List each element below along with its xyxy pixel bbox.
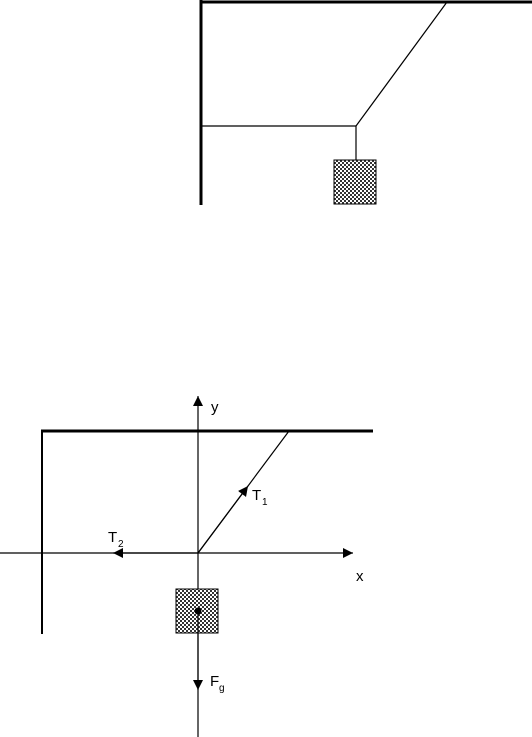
t1-vector-arrow bbox=[198, 486, 248, 553]
t1-label: T bbox=[252, 487, 261, 504]
fg-subscript: g bbox=[219, 683, 225, 694]
hanging-mass bbox=[334, 160, 376, 204]
angled-rope bbox=[356, 2, 447, 126]
free-body-diagram: y x T 1 T 2 F g bbox=[0, 396, 373, 737]
y-axis-label: y bbox=[211, 399, 219, 416]
t2-subscript: 2 bbox=[118, 539, 124, 550]
t2-label: T bbox=[108, 529, 117, 546]
x-axis-label: x bbox=[356, 568, 364, 585]
fg-label: F bbox=[210, 673, 219, 690]
setup-figure bbox=[200, 0, 532, 205]
t1-subscript: 1 bbox=[262, 497, 268, 508]
